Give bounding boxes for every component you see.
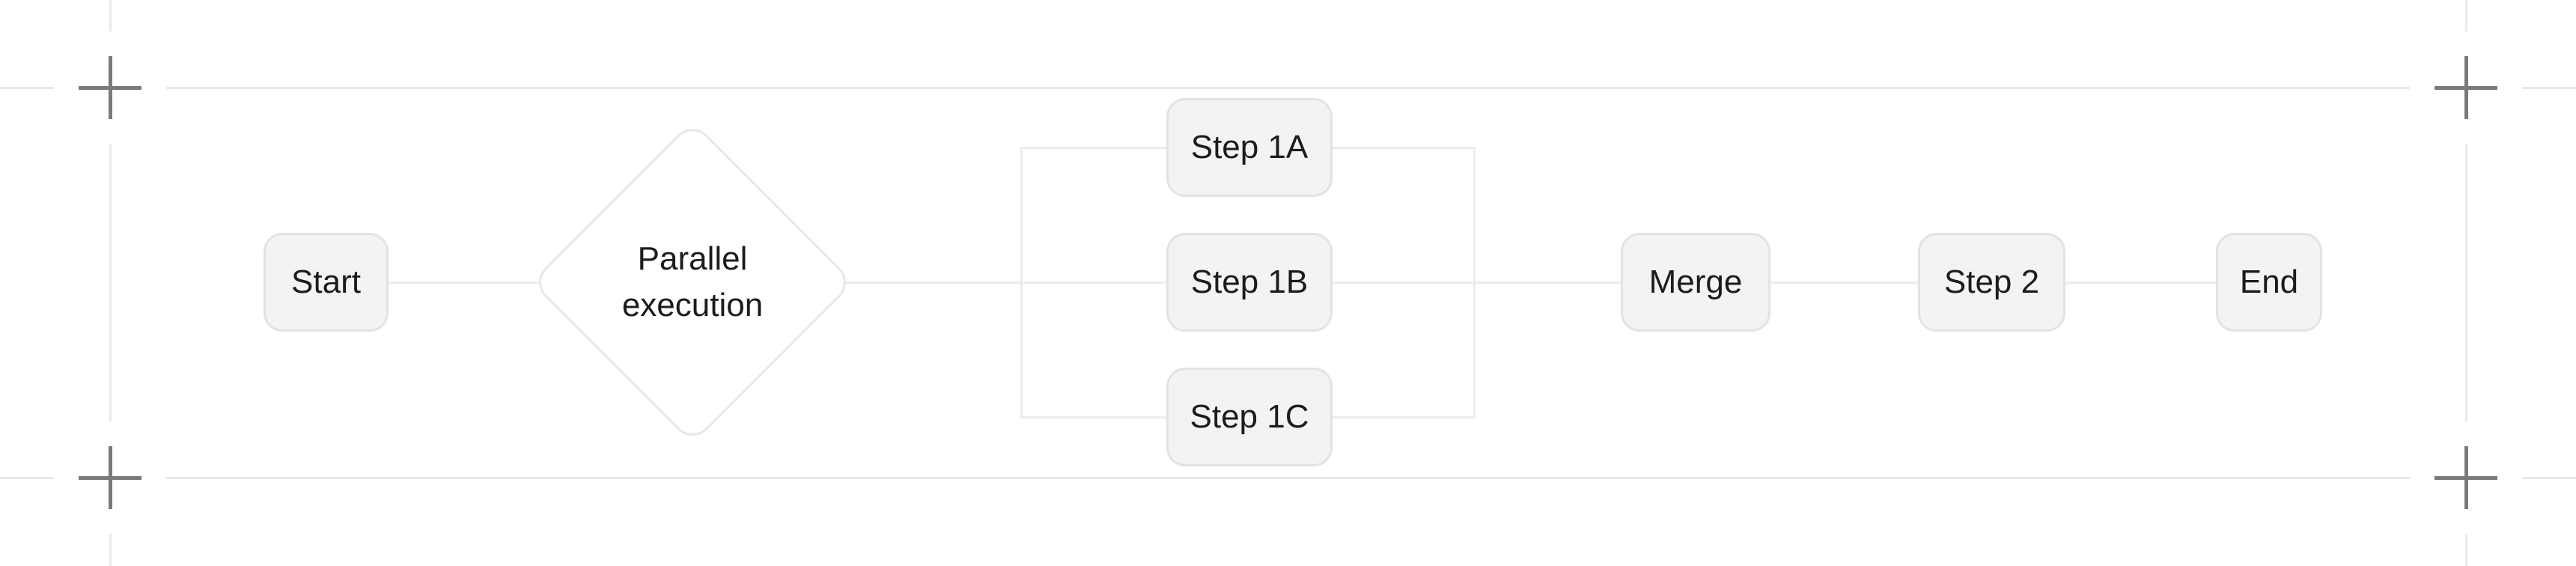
node-step-1a[interactable]: Step 1A xyxy=(1166,98,1333,197)
node-end[interactable]: End xyxy=(2216,233,2322,332)
node-end-label: End xyxy=(2239,264,2299,300)
node-parallel-execution-label: Parallel execution xyxy=(558,170,827,395)
node-step-2[interactable]: Step 2 xyxy=(1918,233,2065,332)
guide-line-horizontal-top xyxy=(0,87,2576,89)
crosshair-bar xyxy=(108,446,112,509)
crosshair-bar xyxy=(108,56,112,119)
guide-line-horizontal-bottom xyxy=(0,477,2576,479)
node-step-1c[interactable]: Step 1C xyxy=(1166,368,1333,466)
node-step-1b-label: Step 1B xyxy=(1190,264,1309,300)
node-start[interactable]: Start xyxy=(264,233,389,332)
node-merge-label: Merge xyxy=(1648,264,1743,300)
node-start-label: Start xyxy=(291,264,361,300)
crosshair-bar xyxy=(2464,446,2468,509)
guide-line-vertical-left xyxy=(109,0,112,566)
node-step-1a-label: Step 1A xyxy=(1190,129,1309,165)
crosshair-bar xyxy=(2464,56,2468,119)
node-step-1b[interactable]: Step 1B xyxy=(1166,233,1333,332)
node-label-line: execution xyxy=(621,287,764,323)
guide-line-vertical-right xyxy=(2465,0,2467,566)
node-step-1c-label: Step 1C xyxy=(1190,398,1309,435)
node-step-2-label: Step 2 xyxy=(1943,264,2040,300)
node-label-line: Parallel xyxy=(637,240,748,277)
node-merge[interactable]: Merge xyxy=(1621,233,1770,332)
